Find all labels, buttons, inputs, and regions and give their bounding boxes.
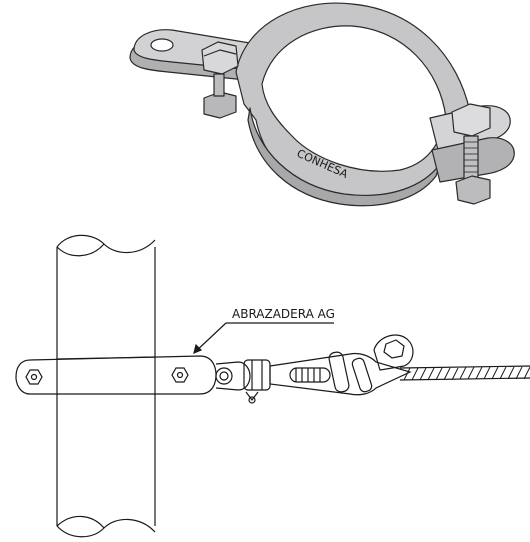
callout-leader: [193, 322, 334, 355]
callout-label: ABRAZADERA AG: [232, 307, 335, 321]
cable-strands: [403, 366, 530, 381]
installation-drawing: [15, 234, 530, 538]
clevis: [215, 359, 271, 404]
strap: [15, 355, 217, 395]
right-nut: [455, 175, 491, 205]
clamp-3d-illustration: [129, 2, 515, 207]
left-strap-nut: [25, 369, 43, 385]
left-ear-hole: [150, 38, 174, 52]
strain-clamp: [269, 334, 414, 396]
right-bolt-threads: [464, 141, 478, 173]
right-strap-nut: [171, 367, 189, 383]
left-bolt-shank: [213, 73, 225, 97]
left-bolt-head: [201, 41, 239, 75]
right-bolt-shank: [463, 135, 479, 183]
right-bolt-head: [451, 103, 491, 137]
